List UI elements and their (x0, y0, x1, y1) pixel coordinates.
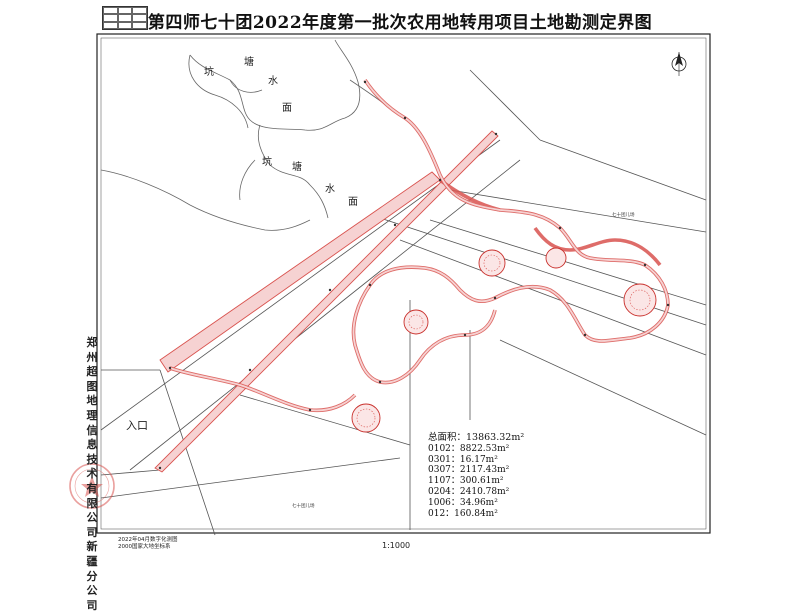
area-summary: 总面积：13863.32m² 0102：8822.53m² 0301：16.17… (428, 432, 525, 519)
area-total: 总面积：13863.32m² (428, 432, 525, 443)
map-canvas (69, 33, 711, 536)
area-item: 012：160.84m² (428, 508, 498, 519)
area-item: 0301：16.17m² (428, 454, 498, 465)
pond-label-1-char-3: 水 (268, 76, 278, 87)
circle-parcel-5 (545, 247, 567, 269)
pond-label-2-char-2: 塘 (292, 162, 302, 173)
circle-parcel-2 (403, 309, 429, 335)
pond-label-1-char-4: 面 (282, 103, 292, 114)
map-scale: 1:1000 (382, 541, 411, 550)
company-name-vertical: 郑州超图地理信息技术有限公司新疆分公司 (86, 336, 98, 612)
road-label-bottom: 七十团儿场 (292, 504, 315, 509)
company-seal (69, 463, 115, 509)
pond-label-2-char-1: 坑 (262, 157, 272, 168)
outer-frame (96, 33, 711, 534)
area-item: 1006：34.96m² (428, 497, 498, 508)
circle-parcel-3 (351, 403, 381, 433)
pond-label-1-char-2: 塘 (244, 57, 254, 68)
pond-label-2-char-3: 水 (325, 184, 335, 195)
north-arrow-icon (671, 52, 687, 76)
area-item: 1107：300.61m² (428, 476, 504, 487)
pond-label-1-char-1: 坑 (204, 67, 214, 78)
map-title: 第四师七十团2022年度第一批次农用地转用项目土地勘测定界图 (147, 13, 653, 33)
circular-parcels (351, 247, 657, 433)
boundary-winding-road-inner (169, 79, 669, 412)
circle-parcel-1 (478, 249, 506, 277)
pond-label-2-char-4: 面 (348, 197, 358, 208)
survey-date: 2022年04月数字化测图 (118, 537, 178, 543)
road-label-right: 七十团儿场 (612, 213, 635, 218)
circular-parcels-inner (356, 254, 651, 428)
road-lines (100, 69, 707, 536)
coordinate-system: 2000国家大地坐标系 (118, 544, 171, 550)
circle-parcel-4 (623, 283, 657, 317)
entrance-label: 入口 (126, 419, 148, 432)
area-item: 0102：8822.53m² (428, 443, 510, 454)
boundary-points (158, 80, 670, 470)
survey-info: 2022年04月数字化测图 2000国家大地坐标系 (118, 537, 178, 551)
inner-frame (100, 37, 707, 530)
area-item: 0307：2117.43m² (428, 465, 510, 476)
sheet-index-grid (102, 6, 148, 30)
area-item: 0204：2410.78m² (428, 486, 510, 497)
